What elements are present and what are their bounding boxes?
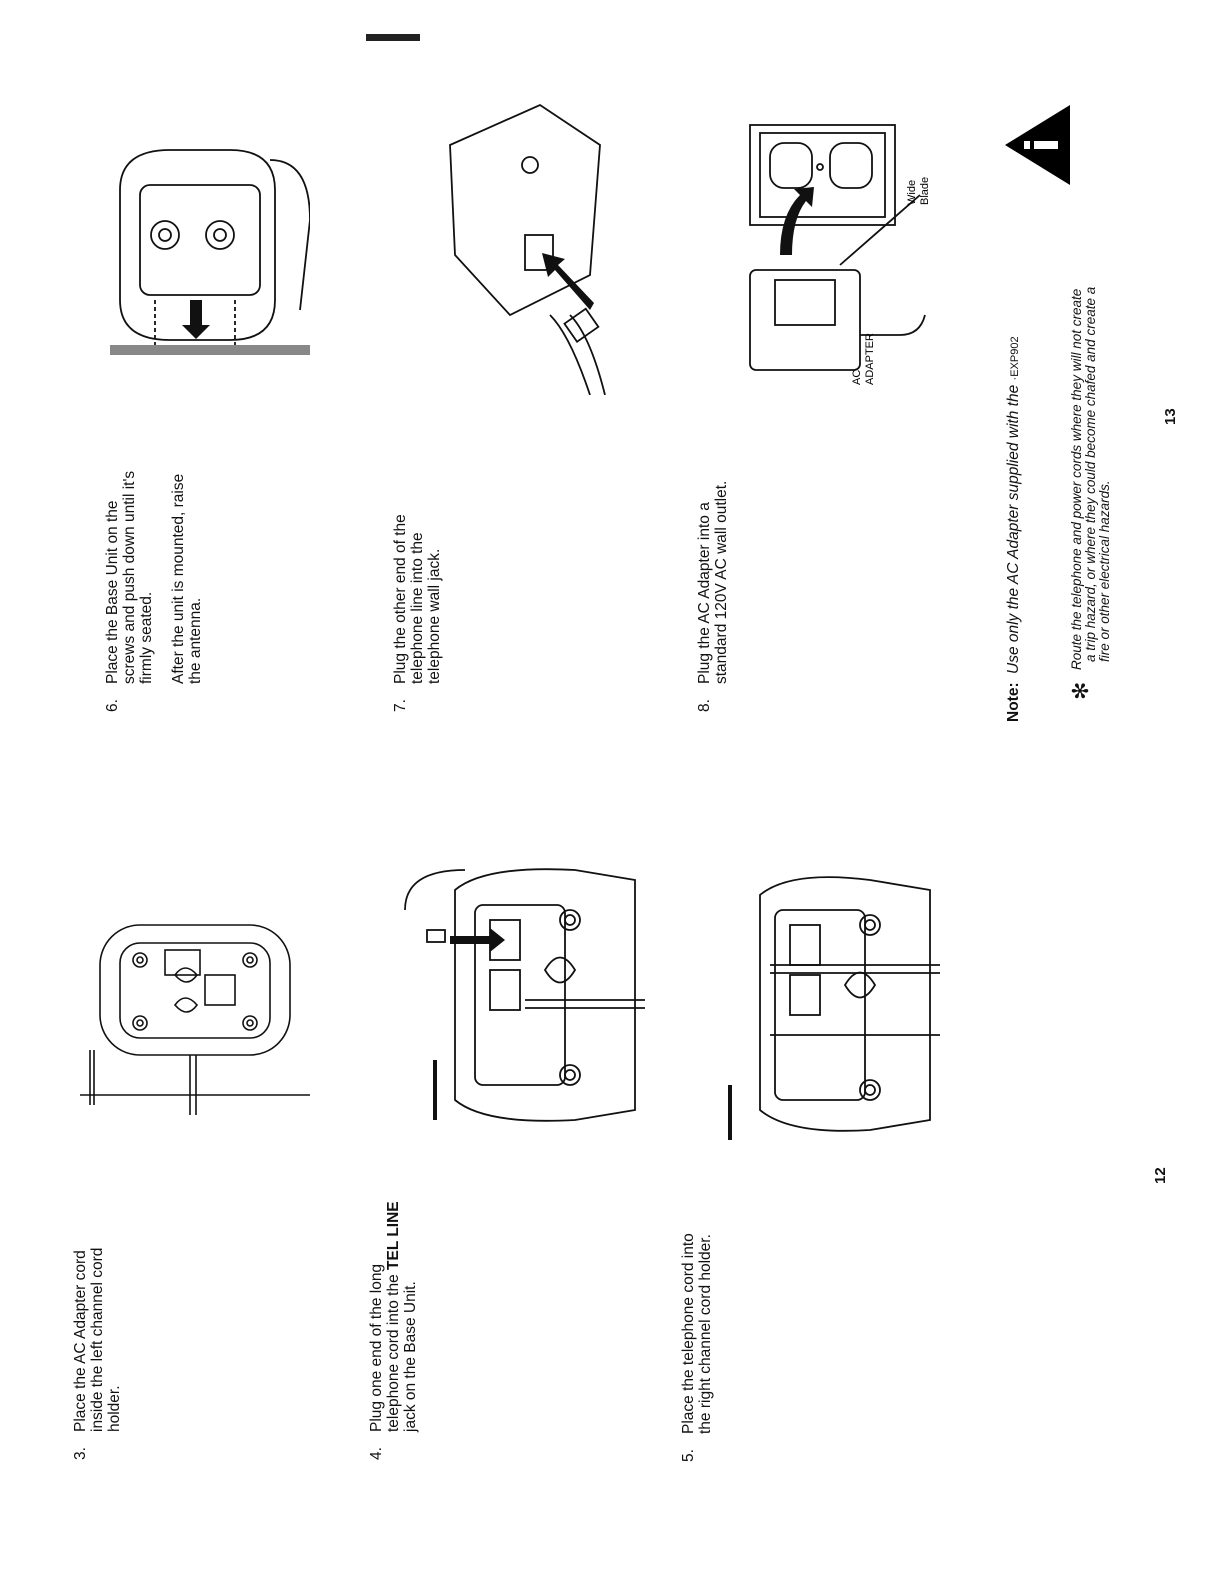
tel-line-label: TEL LINE [385,1201,402,1270]
step-6-subline: the antenna. [187,597,204,684]
step-6-number: 6. [104,699,121,712]
step-4-number: 4. [368,1447,385,1460]
step-4-line: jack on the Base Unit. [402,1281,419,1432]
ac-label: AC [851,370,863,385]
blade-label: Blade [919,177,931,205]
warning-triangle-icon [1005,105,1070,185]
step-6: 6. Place the Base Unit on the screws and… [104,471,204,712]
step-6-line: screws and push down until it's [121,470,138,684]
step-6-subline: After the unit is mounted, raise [170,473,187,684]
step-3: 3. Place the AC Adapter cord inside the … [72,1248,123,1460]
step-8-line: standard 120V AC wall outlet. [713,480,730,684]
step-3-line: inside the left channel cord [89,1247,106,1432]
note-text: Use only the AC Adapter supplied with th… [1005,380,1022,674]
step-7-line: telephone line into the [409,532,426,684]
scan-mark [366,34,420,41]
hazard-line: Route the telephone and power cords wher… [1069,288,1084,670]
note-label: Note: [1005,682,1022,722]
note: Note: Use only the AC Adapter supplied wi… [1005,336,1022,722]
hazard-notice: ✻ Route the telephone and power cords wh… [1068,286,1112,700]
step-8-line: Plug the AC Adapter into a [696,502,713,684]
step-4-line: Plug one end of the long [368,1263,385,1432]
adapter-label: ADAPTER [864,333,876,385]
step-5-line: Place the telephone cord into [680,1233,697,1434]
step-8-number: 8. [696,699,713,712]
wall-jack-illustration [449,103,606,395]
step-8: 8. Plug the AC Adapter into a standard 1… [696,481,730,712]
tel-line-jack-illustration [404,868,645,1122]
step-3-line: Place the AC Adapter cord [72,1250,89,1432]
step-6-line: firmly seated. [138,591,155,684]
wall-mount-illustration [110,149,310,355]
step-7-line: Plug the other end of the [392,514,409,684]
step-5-line: the right channel cord holder. [697,1234,714,1434]
step-5: 5. Place the telephone cord into the rig… [680,1233,714,1462]
step-7: 7. Plug the other end of the telephone l… [392,514,443,712]
ac-adapter-outlet-illustration: AC ADAPTER Wide Blade [749,124,931,385]
step-3-number: 3. [72,1447,89,1460]
hazard-line: a trip hazard, or where they could becom… [1083,286,1098,662]
base-unit-bottom-illustration [80,924,310,1115]
asterisk-icon: ✻ [1068,681,1093,700]
wide-label: Wide [906,180,918,205]
hazard-line: fire or other electrical hazards. [1097,480,1112,662]
page-number-left: 12 [1152,1167,1169,1184]
step-7-number: 7. [392,699,409,712]
step-4: 4. Plug one end of the long telephone co… [368,1201,419,1460]
right-channel-cord-illustration [728,876,940,1140]
model-number: EXP902 [1009,336,1021,377]
step-3-line: holder. [106,1385,123,1432]
step-5-number: 5. [680,1449,697,1462]
page-number-right: 13 [1162,408,1179,425]
step-6-line: Place the Base Unit on the [104,500,121,684]
step-4-line: telephone cord into the [385,1269,402,1432]
step-7-line: telephone wall jack. [426,548,443,684]
